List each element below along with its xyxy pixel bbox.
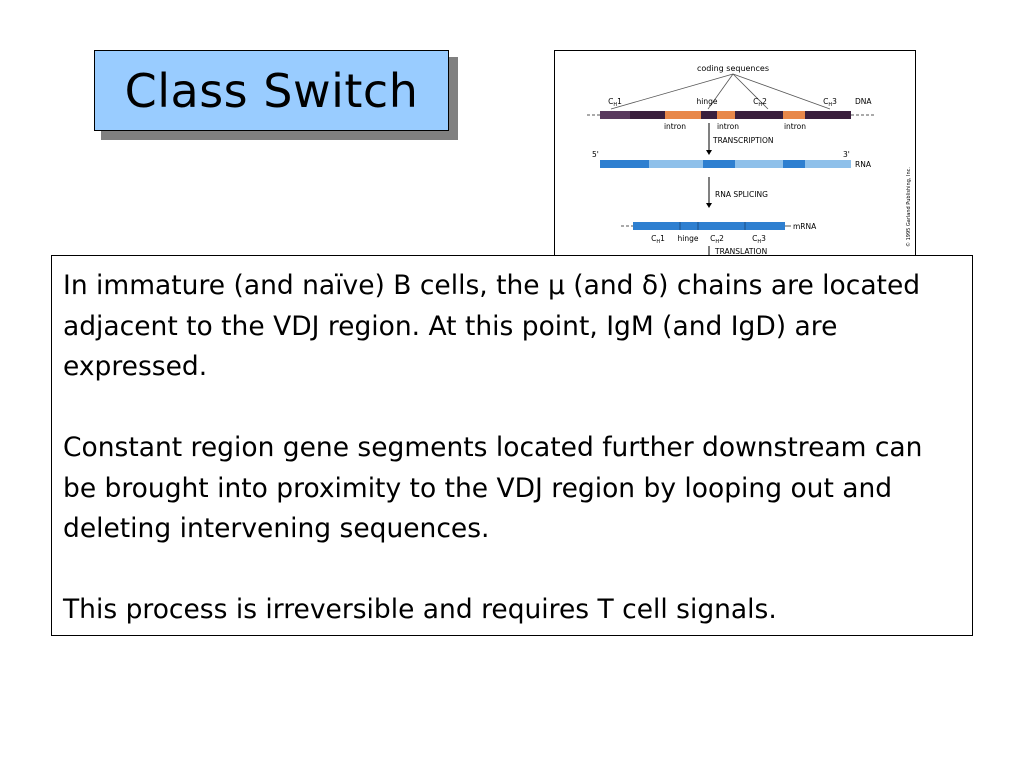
label-transcription: TRANSCRIPTION	[712, 136, 773, 145]
label-rna: RNA	[855, 160, 872, 169]
label-ch1: CH1	[608, 97, 622, 108]
paragraph-irreversible: This process is irreversible and require…	[63, 594, 777, 625]
figure-copyright: © 1995 Garland Publishing, Inc.	[905, 167, 912, 247]
label-three-prime: 3'	[843, 150, 850, 159]
label-ch2: CH2	[753, 97, 767, 108]
label-intron-2: intron	[717, 122, 739, 131]
rna-strip	[600, 160, 851, 168]
label-translation: TRANSLATION	[714, 247, 767, 255]
label-mrna-ch1: CH1	[651, 234, 665, 245]
label-mrna-ch2: CH2	[710, 234, 724, 245]
transcription-arrow	[706, 123, 712, 155]
label-ch3: CH3	[823, 97, 837, 108]
title-box: Class Switch	[94, 50, 449, 131]
coding-fan-lines	[610, 73, 831, 110]
slide-title: Class Switch	[124, 63, 419, 118]
label-coding-sequences: coding sequences	[697, 64, 769, 73]
dna-strip	[587, 111, 875, 119]
label-mrna: mRNA	[793, 222, 817, 231]
paragraph-immature-b-cells: In immature (and naïve) B cells, the μ (…	[63, 270, 921, 382]
paragraph-constant-region: Constant region gene segments located fu…	[63, 432, 923, 544]
mrna-strip	[621, 222, 791, 230]
body-text-box: In immature (and naïve) B cells, the μ (…	[51, 255, 973, 636]
label-intron-1: intron	[664, 122, 686, 131]
label-mrna-ch3: CH3	[752, 234, 766, 245]
label-mrna-hinge: hinge	[678, 234, 699, 243]
label-intron-3: intron	[784, 122, 806, 131]
label-dna: DNA	[855, 97, 872, 106]
gene-diagram-figure: coding sequences CH1 hinge CH2 CH3 DNA i…	[554, 50, 916, 256]
label-five-prime: 5'	[592, 150, 599, 159]
label-rna-splicing: RNA SPLICING	[715, 190, 768, 199]
gene-diagram-svg: coding sequences CH1 hinge CH2 CH3 DNA i…	[587, 64, 912, 255]
label-hinge: hinge	[697, 97, 718, 106]
splicing-arrow	[706, 177, 712, 208]
